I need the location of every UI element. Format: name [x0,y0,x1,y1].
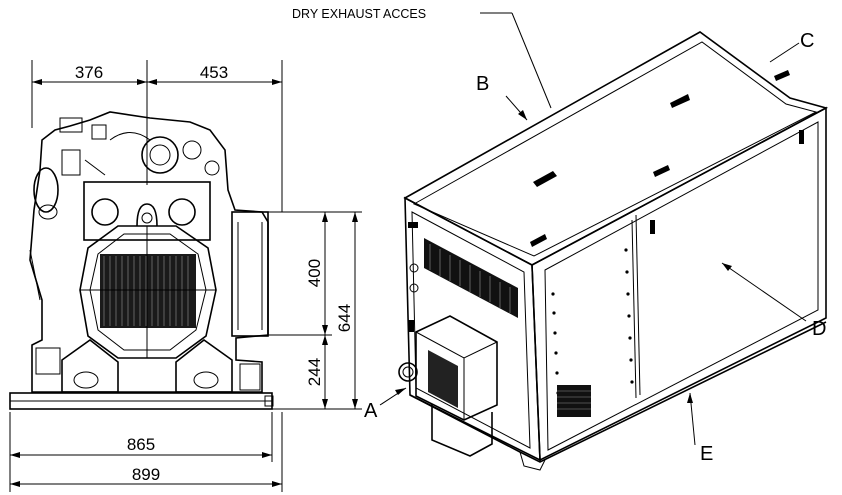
exhaust-outlet-box [415,315,498,421]
enclosure-side [531,106,827,462]
dim-height-total: 644 [335,304,354,332]
control-box [231,211,269,337]
front-vent [424,238,518,318]
enclosure-top [403,31,829,266]
dimension-labels: 376 453 400 244 644 865 899 [75,63,354,484]
note-dry-exhaust: DRY EXHAUST ACCES [292,7,426,21]
callout-e: E [700,443,713,465]
exhaust-elbow [33,167,59,213]
dim-width-left: 376 [75,63,103,82]
dim-overall-width: 899 [132,465,160,484]
exhaust-port-a [398,362,418,382]
radiator-grille [79,225,217,359]
enclosure-isometric-view [398,31,829,471]
dim-width-right: 453 [200,63,228,82]
callout-leaders [379,12,807,446]
callout-b: B [476,73,489,95]
generator-front-view [9,111,274,410]
dim-height-upper: 400 [305,259,324,287]
side-vent [557,385,591,417]
callout-labels: DRY EXHAUST ACCES A B C D E [292,7,826,465]
callout-d: D [812,318,826,340]
callout-a: A [364,400,378,422]
dim-height-lower: 244 [305,358,324,386]
dim-base-width: 865 [127,435,155,454]
dimension-lines [9,60,362,492]
callout-c: C [800,30,814,52]
